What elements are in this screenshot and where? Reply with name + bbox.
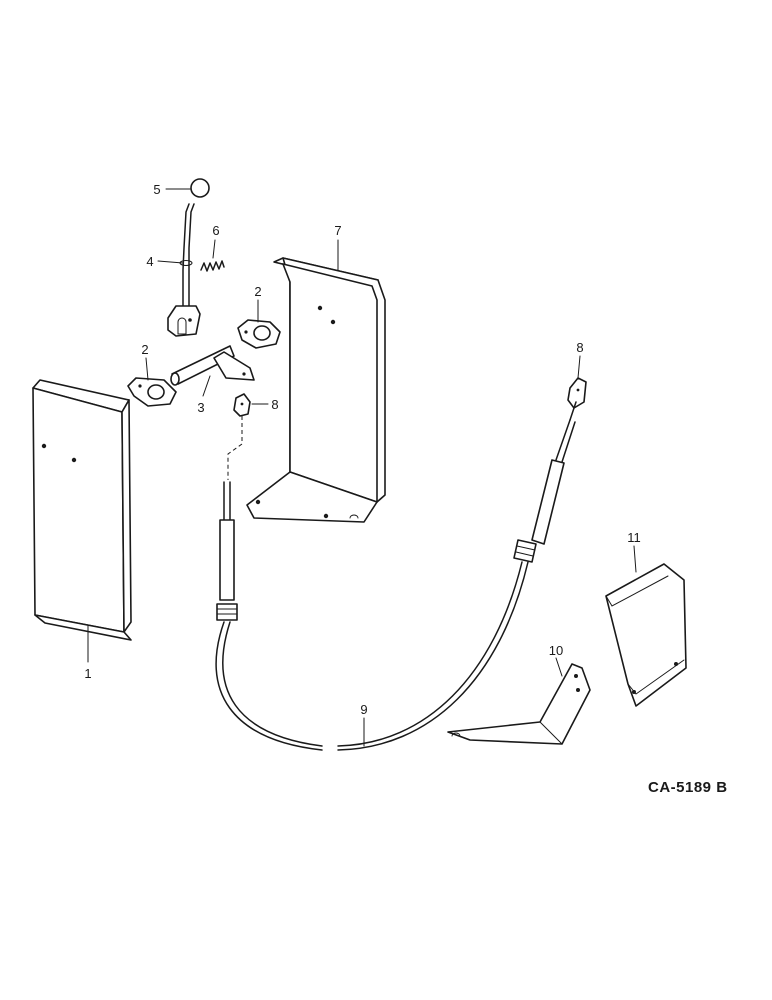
callout-8-right: 8 [576,340,583,355]
knob-part-5 [190,178,210,198]
callout-11: 11 [627,530,641,545]
bracket-part-7 [246,257,386,523]
callout-5: 5 [153,182,160,197]
callouts: 1 2 2 3 4 5 6 7 8 8 9 10 11 [84,182,640,717]
shaft-part-3 [170,345,255,386]
callout-6: 6 [212,223,219,238]
callout-8-left: 8 [271,397,278,412]
callout-4: 4 [146,254,153,269]
pivot-part-2-upper [237,319,281,349]
plate-part-11 [605,563,687,707]
callout-1: 1 [84,666,91,681]
leader-lines [87,188,637,747]
callout-2-upper: 2 [254,284,261,299]
drawing-code: CA-5189 B [648,779,728,796]
clevis-part-8-right [567,377,587,409]
callout-2-lower: 2 [141,342,148,357]
cable-part-9 [215,401,577,751]
lever-part-4 [167,203,201,337]
bracket-part-10 [447,663,591,745]
callout-10: 10 [549,643,563,658]
pivot-part-2-lower [127,377,177,407]
spring-part-6 [200,260,225,272]
callout-3: 3 [197,400,204,415]
callout-7: 7 [334,223,341,238]
clevis-part-8-left [233,393,251,417]
panel-part-1 [32,379,132,641]
callout-9: 9 [360,702,367,717]
